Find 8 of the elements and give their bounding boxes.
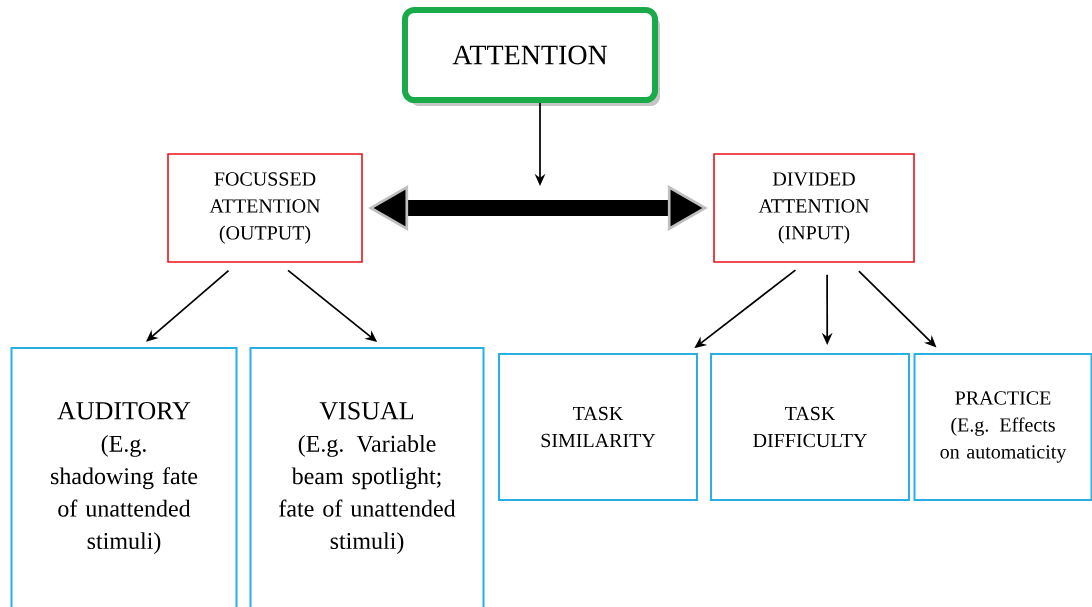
title-box: ATTENTION <box>402 7 660 106</box>
topic-box: TASK DIFFICULTY <box>710 353 910 501</box>
category-box: FOCUSSED ATTENTION (OUTPUT) <box>167 153 363 263</box>
topic-box: AUDITORY (E.g. shadowing fate of unattended stimuli) <box>10 347 238 607</box>
topic-box: VISUAL (E.g. Variable beam spotlight; fate of unattended stimuli) <box>249 347 485 607</box>
category-box: DIVIDED ATTENTION (INPUT) <box>713 153 915 263</box>
topic-box: PRACTICE (E.g. Effects on automaticity <box>913 353 1092 501</box>
topic-box: TASK SIMILARITY <box>498 353 698 501</box>
